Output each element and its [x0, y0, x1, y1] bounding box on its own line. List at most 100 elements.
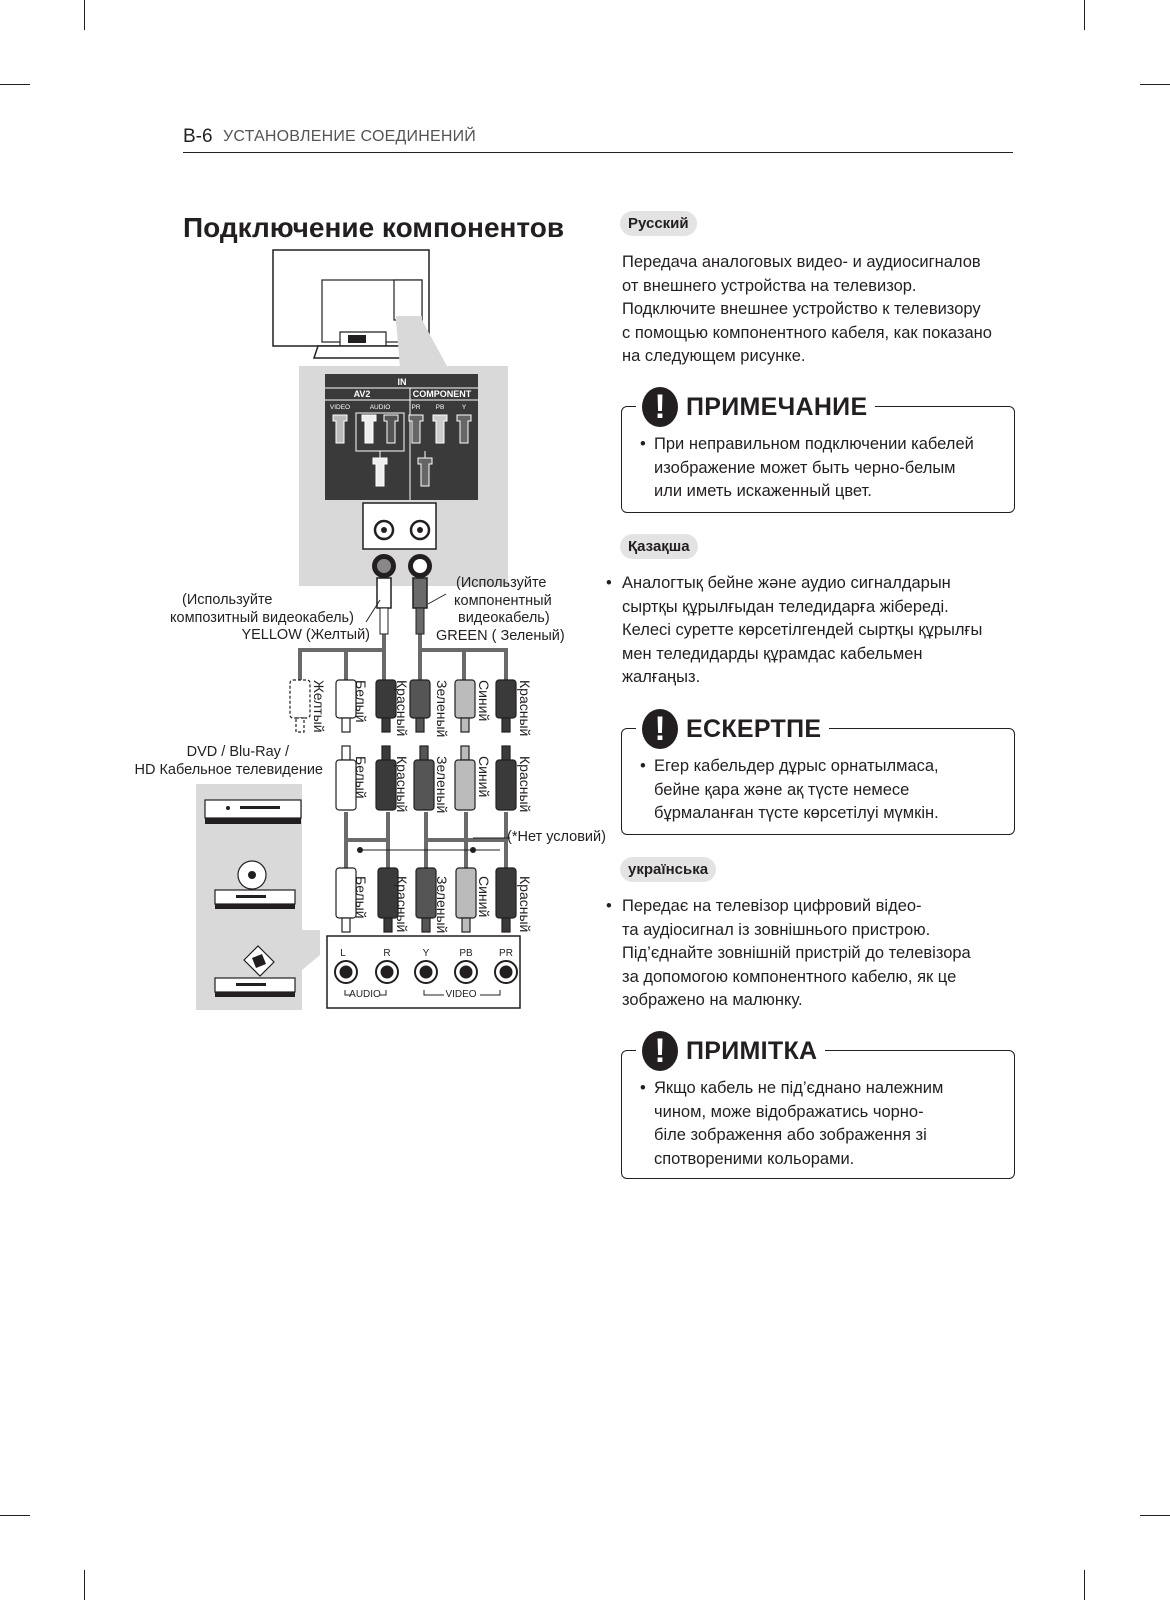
crop-mark	[84, 0, 85, 30]
text-line: Егер кабельдер дұрыс орнатылмаса,	[654, 757, 939, 775]
text-line: изображение может быть черно-белым	[654, 458, 956, 477]
crop-mark	[1140, 1515, 1170, 1516]
plug-label: Красный	[394, 876, 410, 932]
plug-label: Белый	[353, 680, 369, 723]
text-line: сыртқы құрылғыдан теледидарға жібереді.	[622, 597, 949, 616]
note-header: ! ПРИМЕЧАНИЕ	[636, 387, 876, 427]
crop-mark	[0, 1515, 30, 1516]
plug-label: Красный	[517, 876, 533, 932]
adapter-plugs	[376, 577, 428, 635]
gender-adapter	[362, 502, 437, 578]
plug-label: Синий	[476, 680, 492, 721]
text-line: Келесі суретте көрсетілгендей сыртқы құр…	[622, 621, 983, 640]
text-line: Передає на телевізор цифровий відео-	[622, 897, 922, 915]
label-y: Y	[462, 404, 467, 411]
exclamation-icon: !	[642, 709, 678, 749]
text-line: При неправильном подключении кабелей	[654, 435, 974, 453]
text-line: жалғаңыз.	[622, 668, 701, 687]
bullet-icon: •	[640, 1079, 646, 1097]
hint-line: YELLOW (Желтый)	[241, 627, 370, 644]
dvd-player-icon	[204, 799, 302, 824]
label-in: IN	[398, 377, 407, 387]
plug-label: Белый	[353, 756, 369, 799]
plug-label: Красный	[517, 756, 533, 812]
device-illustrations	[196, 784, 320, 1010]
cable-box-icon	[214, 945, 296, 997]
device-label-line: HD Кабельное телевидение	[134, 761, 323, 778]
crop-mark	[0, 84, 30, 85]
bullet-icon: •	[640, 435, 646, 453]
crop-mark	[1084, 1570, 1085, 1600]
plug-label: Красный	[517, 680, 533, 736]
hint-line: композитный видеокабель)	[170, 609, 354, 626]
plug-label: Синий	[476, 756, 492, 797]
bullet-icon: •	[606, 574, 612, 592]
port-label-l: L	[340, 948, 346, 959]
plug-labels: Желтый Белый Красный Зеленый Синий Красн…	[311, 680, 533, 933]
plug-label: Белый	[353, 876, 369, 919]
text-line: Аналогтық бейне және аудио сигналдарын	[622, 574, 951, 592]
page-title: Подключение компонентов	[183, 212, 565, 243]
text-line: біле зображення або зображення зі	[654, 1126, 927, 1145]
crop-mark	[1140, 84, 1170, 85]
tv-port-block: IN AV2 COMPONENT VIDEO AUDIO PR PB Y	[325, 374, 478, 500]
text-line: спотвореними кольорами.	[654, 1149, 855, 1168]
lang-tag-ukrainian: українська	[620, 857, 717, 882]
text-line: Під’єднайте зовнішній пристрій до телеві…	[622, 944, 971, 963]
plug-label: Синий	[476, 876, 492, 917]
plug-label: Желтый	[311, 680, 327, 733]
connection-diagram: IN AV2 COMPONENT VIDEO AUDIO PR PB Y	[196, 249, 533, 1010]
note-box-russian: ! ПРИМЕЧАНИЕ • При неправильном подключе…	[621, 387, 1015, 513]
text-line: на следующем рисунке.	[622, 347, 806, 366]
text-line: мен теледидарды құрамдас кабельмен	[622, 644, 923, 663]
russian-text: Передача аналоговых видео- и аудиосигнал…	[622, 251, 1022, 369]
exclamation-icon: !	[642, 387, 678, 427]
text-line: от внешнего устройства на телевизор.	[622, 276, 917, 295]
plug-label: Зеленый	[434, 876, 450, 933]
device-label-line: DVD / Blu-Ray /	[186, 744, 289, 760]
hint-line: GREEN ( Зеленый)	[436, 627, 565, 644]
note-box-ukrainian: ! ПРИМІТКА • Якщо кабель не під’єднано н…	[621, 1031, 1015, 1179]
port-label-pr: PR	[499, 948, 513, 959]
note-title: ПРИМІТКА	[686, 1036, 818, 1065]
device-label: DVD / Blu-Ray / HD Кабельное телевидение	[118, 744, 323, 779]
plug-label: Красный	[394, 756, 410, 812]
note-body: • Егер кабельдер дұрыс орнатылмаса, бейн…	[640, 755, 1004, 826]
note-box-kazakh: ! ЕСКЕРТПЕ • Егер кабельдер дұрыс орнаты…	[621, 709, 1015, 835]
note-header: ! ЕСКЕРТПЕ	[636, 709, 830, 749]
label-component: COMPONENT	[413, 389, 472, 399]
port-label-r: R	[383, 948, 390, 959]
text-line: или иметь искаженный цвет.	[654, 482, 872, 501]
lang-tag-russian: Русский	[620, 211, 697, 236]
label-av2: AV2	[354, 389, 371, 399]
tv-illustration	[272, 249, 448, 368]
ukrainian-text: • Передає на телевізор цифровий відео- т…	[606, 895, 1022, 1013]
plug-row-top	[289, 679, 517, 733]
label-audio: AUDIO	[370, 404, 391, 411]
hint-line: (Используйте	[456, 575, 547, 591]
note-title: ПРИМЕЧАНИЕ	[686, 392, 868, 421]
text-line: та аудіосигнал із зовнішнього пристрою.	[622, 920, 931, 939]
text-line: чином, може відображатись чорно-	[654, 1102, 924, 1121]
port-label-y: Y	[423, 948, 430, 959]
hint-line: (Используйте	[182, 592, 273, 608]
exclamation-icon: !	[642, 1031, 678, 1071]
text-line: Передача аналоговых видео- и аудиосигнал…	[622, 253, 981, 271]
not-provided-label: (*Нет условий)	[507, 829, 606, 845]
text-line: бұрмаланған түсте көрсетілуі мүмкін.	[654, 804, 939, 823]
bullet-icon: •	[606, 897, 612, 915]
text-line: зображено на малюнку.	[622, 991, 803, 1010]
page-number: B-6	[183, 126, 213, 147]
hint-line: видеокабель)	[458, 610, 550, 627]
bullet-icon: •	[640, 757, 646, 775]
text-line: за допомогою компонентного кабелю, як це	[622, 967, 957, 986]
port-label-video: VIDEO	[445, 989, 476, 1000]
crop-mark	[1084, 0, 1085, 30]
text-line: с помощью компонентного кабеля, как пока…	[622, 323, 992, 342]
label-video: VIDEO	[330, 404, 350, 411]
plug-row-middle	[335, 745, 517, 811]
note-body: • При неправильном подключении кабелей и…	[640, 433, 1004, 504]
lang-tag-kazakh: Қазақша	[620, 534, 698, 559]
blu-ray-player-icon	[214, 860, 296, 909]
composite-cable-hint: (Используйте композитный видеокабель) YE…	[170, 592, 370, 645]
